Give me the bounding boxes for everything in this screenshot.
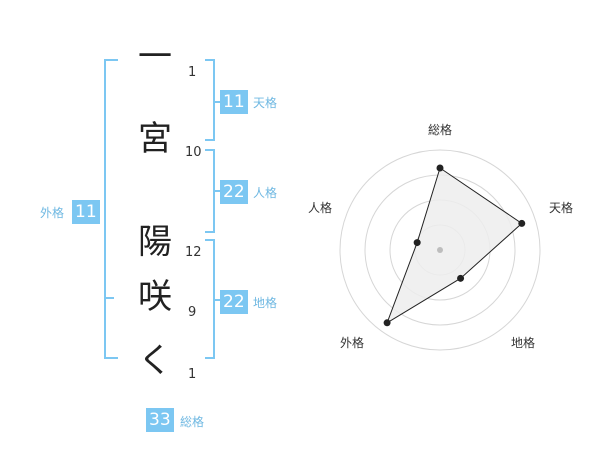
stroke-count-4: 9 <box>188 305 197 320</box>
stroke-count-2: 10 <box>185 145 202 160</box>
tenkaku-label: 天格 <box>253 96 278 110</box>
radar-axis-label-chikaku: 地格 <box>511 336 536 350</box>
name-char-4: 咲 <box>138 277 172 317</box>
gaikaku-label: 外格 <box>40 206 65 220</box>
outer-bracket <box>104 59 118 359</box>
radar-axis-label-tenkaku: 天格 <box>549 201 574 215</box>
name-char-2: 宮 <box>138 119 172 159</box>
radar-polygon <box>386 167 523 324</box>
radar-axis-label-jinkaku: 人格 <box>308 201 333 215</box>
name-char-1: 一 <box>138 37 172 77</box>
radar-point-4 <box>383 319 391 327</box>
soukaku-label: 総格 <box>180 415 205 429</box>
soukaku-value-badge: 33 <box>146 408 174 432</box>
radar-point-1 <box>436 164 444 172</box>
radar-axis-label-gaikaku: 外格 <box>340 336 365 350</box>
jinkaku-label: 人格 <box>253 186 278 200</box>
radar-point-2 <box>518 219 526 227</box>
stroke-count-3: 12 <box>185 245 202 260</box>
radar-center-dot <box>437 247 443 253</box>
radar-point-5 <box>413 239 421 247</box>
tenkaku-bracket <box>205 59 215 141</box>
chikaku-value-badge: 22 <box>220 290 248 314</box>
stroke-count-5: 1 <box>188 367 197 382</box>
jinkaku-value-badge: 22 <box>220 180 248 204</box>
radar-point-3 <box>457 274 465 282</box>
radar-ring <box>339 149 541 351</box>
stroke-count-1: 1 <box>188 65 197 80</box>
name-char-3: 陽 <box>138 222 172 262</box>
name-char-5: く <box>138 341 172 381</box>
gaikaku-value-badge: 11 <box>72 200 100 224</box>
chikaku-label: 地格 <box>253 296 278 310</box>
tenkaku-value-badge: 11 <box>220 90 248 114</box>
radar-axis-label-soukaku: 総格 <box>428 123 453 137</box>
